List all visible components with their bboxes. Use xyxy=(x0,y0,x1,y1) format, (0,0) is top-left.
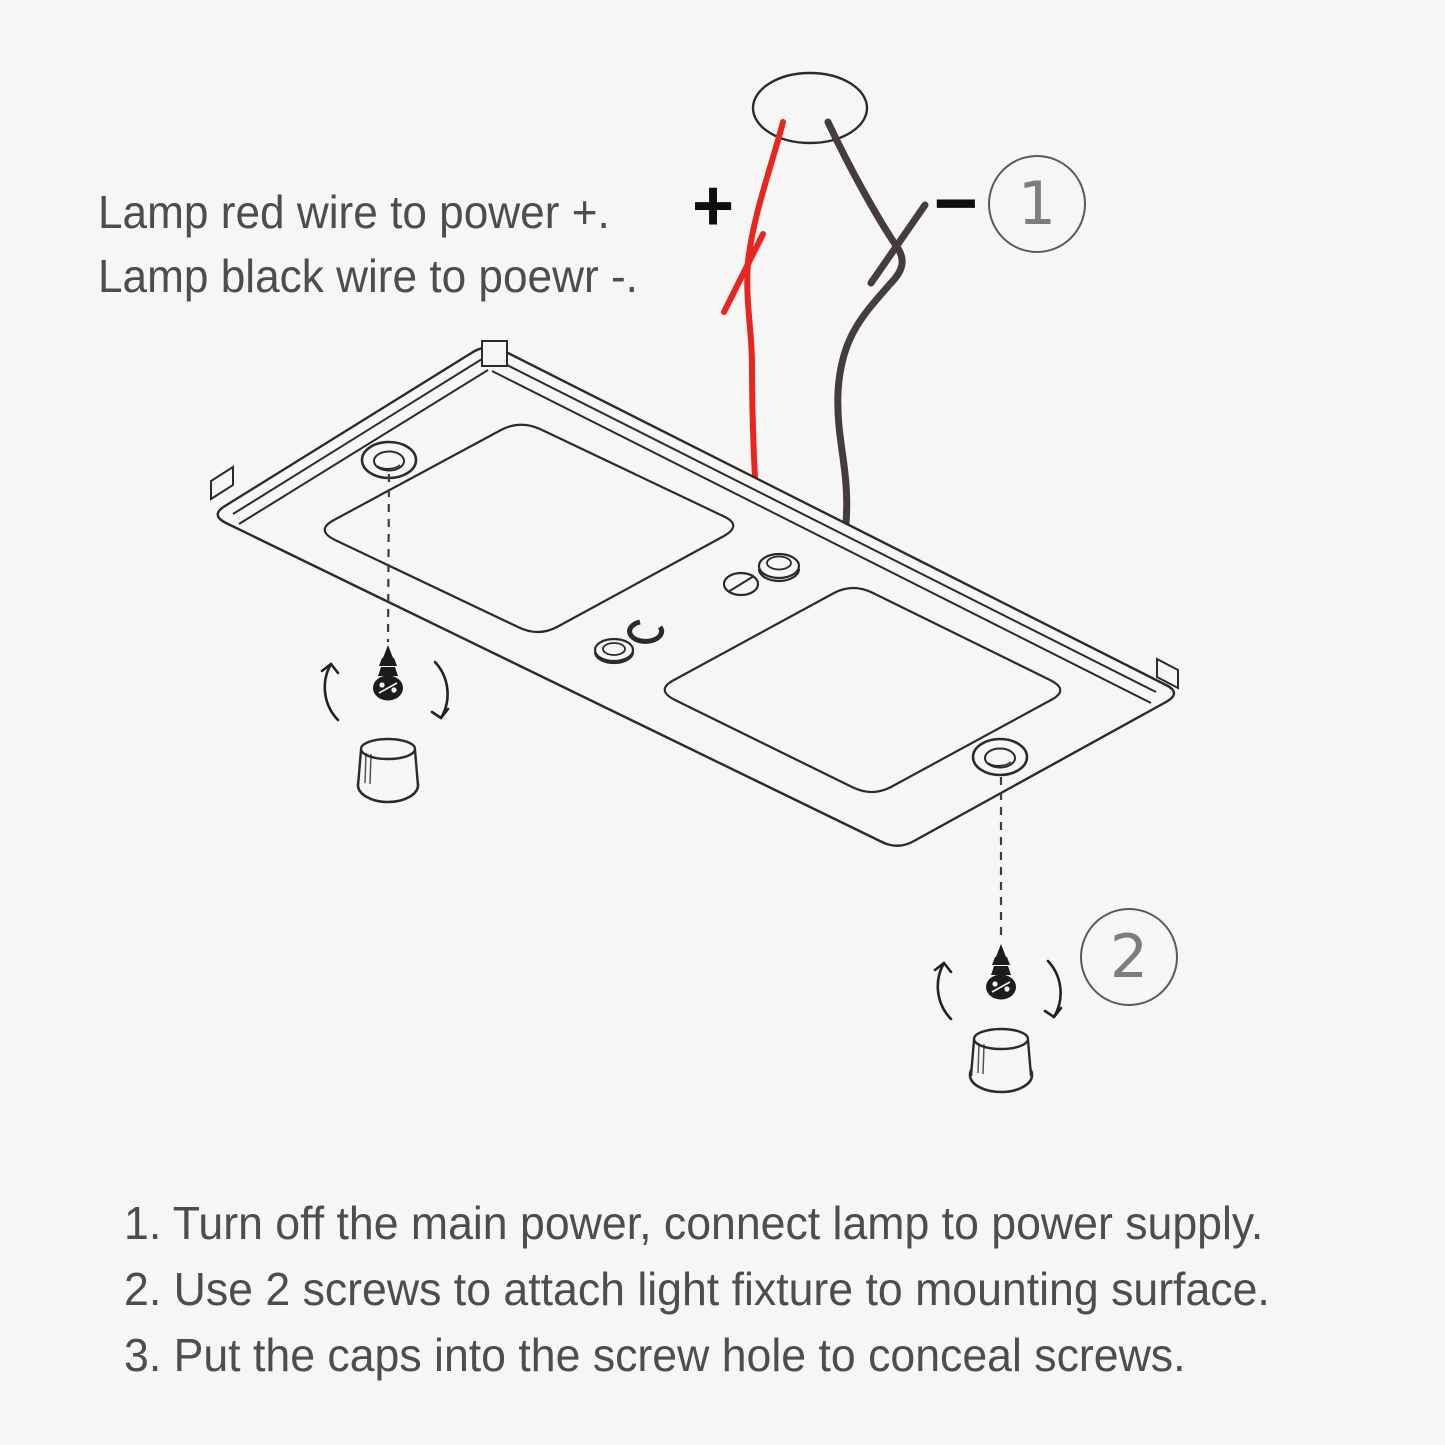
step-callout-1: 1 xyxy=(988,155,1086,253)
panel-rim-left xyxy=(232,358,489,525)
rotation-arrows-1 xyxy=(320,660,450,722)
screw-alignment-lines xyxy=(386,473,1003,940)
instruction-step-3: 3. Put the caps into the screw hole to c… xyxy=(124,1329,1186,1381)
wiring-note: Lamp red wire to power +. Lamp black wir… xyxy=(98,180,638,308)
connector-barrel xyxy=(757,552,801,583)
wiring-note-line1: Lamp red wire to power +. xyxy=(98,186,610,238)
red-wire xyxy=(721,119,786,481)
rotation-arrows-2 xyxy=(933,959,1063,1021)
screw-cap-2 xyxy=(968,1027,1034,1094)
tab-right xyxy=(1156,657,1179,690)
step-callout-2-label: 2 xyxy=(1109,922,1149,992)
slotted-disc xyxy=(722,571,760,597)
minus-polarity-mark: − xyxy=(933,161,979,246)
screw-hole-2 xyxy=(971,737,1029,777)
plus-polarity-mark: + xyxy=(691,166,735,246)
lamp-fixture-panel xyxy=(210,340,1179,847)
red-wire-twist-mark xyxy=(721,231,766,315)
wire-connector-parts xyxy=(593,552,801,665)
c-clip xyxy=(627,619,665,644)
instruction-step-2: 2. Use 2 screws to attach light fixture … xyxy=(124,1263,1270,1315)
black-wire-twist-mark xyxy=(867,201,929,287)
ceiling-power-hole-icon xyxy=(751,71,869,145)
step-callout-1-label: 1 xyxy=(1017,169,1057,239)
instruction-step-1: 1. Turn off the main power, connect lamp… xyxy=(124,1197,1264,1249)
step-callout-2: 2 xyxy=(1080,908,1178,1006)
lamp-window-right xyxy=(663,586,1062,794)
mounting-screw-2 xyxy=(986,944,1016,1000)
black-wire xyxy=(824,118,929,528)
panel-outline xyxy=(216,346,1176,847)
panel-corner-tabs xyxy=(210,340,1179,690)
mounting-screw-1 xyxy=(373,645,403,701)
tab-left xyxy=(210,465,234,501)
tab-top xyxy=(481,340,508,367)
wiring-note-line2: Lamp black wire to poewr -. xyxy=(98,250,638,302)
lamp-window-left xyxy=(323,423,735,634)
grommet-ring xyxy=(593,637,635,665)
screw-cap-1 xyxy=(356,737,420,804)
panel-rim-right xyxy=(491,359,1157,704)
instruction-list: 1. Turn off the main power, connect lamp… xyxy=(124,1190,1270,1388)
alignment-line-1 xyxy=(386,473,391,643)
